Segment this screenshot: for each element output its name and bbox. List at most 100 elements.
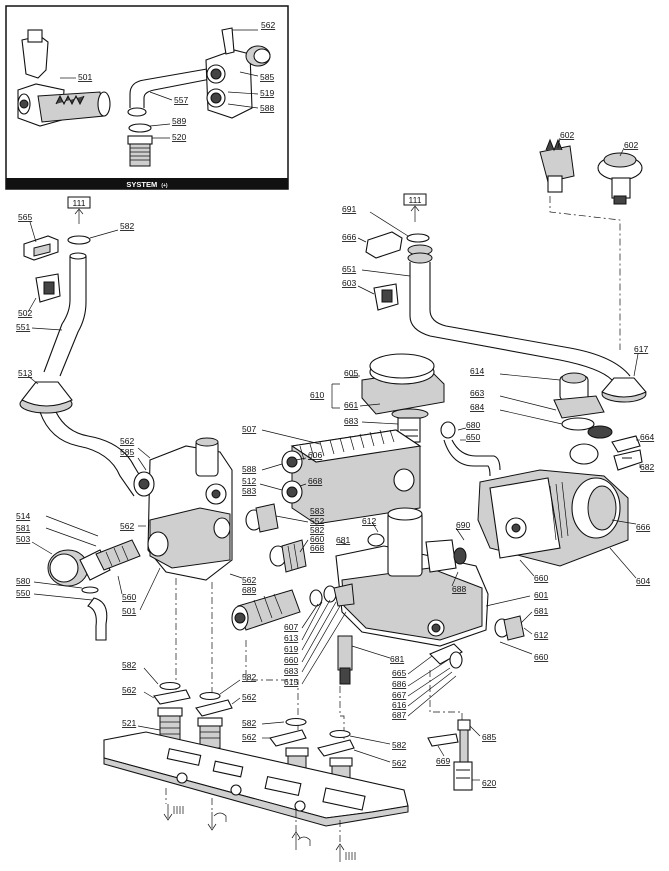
label-562: 562 — [242, 575, 256, 585]
label-616: 616 — [392, 700, 406, 710]
clip-565 — [23, 235, 59, 261]
clip-562 — [195, 699, 233, 717]
pump-604 — [477, 443, 629, 567]
flow-symbol-heating-return — [335, 843, 356, 862]
label-668: 668 — [310, 543, 324, 553]
label-651: 651 — [342, 264, 356, 274]
label-682: 682 — [640, 462, 654, 472]
clip-665 — [429, 643, 463, 669]
label-614: 614 — [470, 366, 484, 376]
label-585: 585 — [260, 72, 274, 82]
fitting-lower-2 — [197, 717, 223, 749]
label-562: 562 — [261, 20, 275, 30]
oring-582 — [329, 729, 351, 739]
label-691: 691 — [342, 204, 356, 214]
label-607: 607 — [284, 622, 298, 632]
label-501: 501 — [78, 72, 92, 82]
label-588: 588 — [242, 464, 256, 474]
label-512: 512 — [242, 476, 256, 486]
label-612: 612 — [534, 630, 548, 640]
clip-682 — [613, 449, 643, 471]
oring-582 — [67, 235, 91, 245]
flow-symbol-cold-water — [291, 831, 311, 850]
heat-exchanger-507 — [281, 429, 422, 525]
oring-582 — [199, 691, 221, 701]
label-557: 557 — [174, 95, 188, 105]
label-582: 582 — [120, 221, 134, 231]
clip-666 — [365, 231, 403, 259]
label-668: 668 — [308, 476, 322, 486]
hydraulic-block-601 — [335, 507, 489, 647]
label-689: 689 — [242, 585, 256, 595]
label-582: 582 — [242, 718, 256, 728]
label-562: 562 — [242, 732, 256, 742]
inset-title: SYSTEM — [126, 180, 157, 189]
label-565: 565 — [18, 212, 32, 222]
fitting-581 — [95, 539, 141, 571]
label-613: 613 — [284, 633, 298, 643]
cone-617 — [601, 377, 647, 403]
inset-title-suffix: (+) — [161, 183, 168, 189]
label-606: 606 — [308, 450, 322, 460]
filter-607 — [231, 589, 301, 631]
cone-513 — [19, 381, 73, 414]
inset-fitting-520 — [127, 135, 153, 167]
label-507: 507 — [242, 424, 256, 434]
fitting-lower-1 — [157, 707, 183, 741]
inset-connector-585 — [205, 27, 271, 119]
pipe-651 — [407, 244, 631, 381]
label-503: 503 — [16, 534, 30, 544]
flow-symbol-hot-water — [207, 812, 227, 831]
valve-503 — [47, 549, 111, 587]
label-660: 660 — [284, 655, 298, 665]
pipe-680 — [440, 421, 501, 477]
flow-symbol-heating-out — [163, 804, 184, 821]
fitting-583 — [245, 503, 279, 533]
label-663: 663 — [470, 388, 484, 398]
label-681: 681 — [336, 535, 350, 545]
label-669: 669 — [436, 756, 450, 766]
label-610: 610 — [310, 390, 324, 400]
label-583: 583 — [310, 506, 324, 516]
label-617: 617 — [634, 344, 648, 354]
label-683: 683 — [344, 416, 358, 426]
label-588: 588 — [260, 103, 274, 113]
label-552: 552 — [310, 516, 324, 526]
clip-562 — [269, 729, 307, 747]
label-680: 680 — [466, 420, 480, 430]
label-521: 521 — [122, 718, 136, 728]
label-684: 684 — [470, 402, 484, 412]
clip-502 — [35, 273, 61, 303]
label-580: 580 — [16, 576, 30, 586]
oring-580 — [81, 586, 99, 594]
inset-pipe-557 — [129, 65, 225, 108]
label-687: 687 — [392, 710, 406, 720]
system-inset: SYSTEM (+) — [5, 5, 289, 190]
label-660: 660 — [310, 534, 324, 544]
label-605: 605 — [344, 368, 358, 378]
label-690: 690 — [456, 520, 470, 530]
clip-562 — [317, 739, 355, 757]
manifold-501 — [133, 437, 233, 581]
label-582: 582 — [392, 740, 406, 750]
svg-text:111: 111 — [73, 198, 86, 208]
label-686: 686 — [392, 679, 406, 689]
label-683: 683 — [284, 666, 298, 676]
clip-603 — [373, 283, 399, 311]
label-603: 603 — [342, 278, 356, 288]
label-620: 620 — [482, 778, 496, 788]
label-520: 520 — [172, 132, 186, 142]
diverter-motor-614 — [553, 372, 613, 439]
flow-box-111 — [403, 193, 427, 206]
label-589: 589 — [172, 116, 186, 126]
bracket-plate-521 — [103, 731, 409, 827]
label-562: 562 — [392, 758, 406, 768]
label-582: 582 — [310, 525, 324, 535]
label-665: 665 — [392, 668, 406, 678]
label-681: 681 — [390, 654, 404, 664]
label-582: 582 — [122, 660, 136, 670]
part-602-sensor-b — [597, 152, 643, 205]
label-502: 502 — [18, 308, 32, 318]
flow-box-111 — [67, 196, 91, 209]
